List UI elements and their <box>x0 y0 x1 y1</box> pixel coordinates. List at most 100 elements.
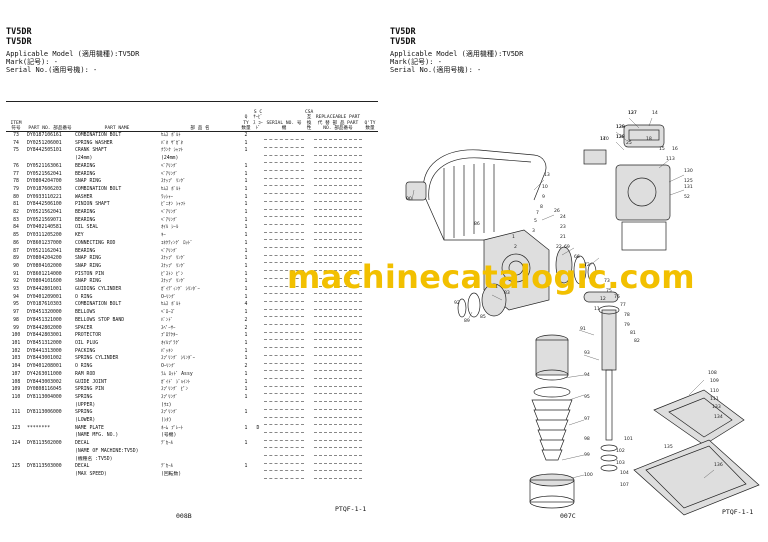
row-jp-name: ﾗﾑ ﾛｯﾄﾞ Assy <box>161 371 193 377</box>
callout-number: 130 <box>684 168 693 174</box>
row-sc <box>252 301 264 309</box>
row-replaceable-qty <box>362 248 378 256</box>
row-csa <box>304 409 314 417</box>
row-jp-name: ﾊﾞﾈ ｻﾞｶﾞﾈ <box>161 140 184 146</box>
row-part-no: DY8601214000 <box>27 271 62 277</box>
row-qty <box>240 471 252 479</box>
col-serial-no: SERIAL NO. 号 機 <box>264 101 304 132</box>
row-serial-no <box>264 193 304 202</box>
row-item: 84 <box>13 225 19 231</box>
row-sc <box>252 463 264 471</box>
row-sc <box>252 271 264 279</box>
row-qty: 1 <box>244 217 248 223</box>
callout-number: 3 <box>532 228 535 234</box>
row-part-no: DY8442802000 <box>27 325 62 331</box>
row-csa <box>304 402 314 410</box>
callout-number: 79 <box>624 322 630 328</box>
row-replaceable-part <box>314 147 362 156</box>
row-item: 111 <box>11 410 21 416</box>
row-item: 91 <box>13 271 19 277</box>
row-csa <box>304 186 314 194</box>
row-qty: 1 <box>244 294 248 300</box>
row-sc <box>252 186 264 194</box>
applicable-model: Applicable Model (適用機種):TV5DR <box>390 50 524 58</box>
row-part-no: DY8442801001 <box>27 287 62 293</box>
row-part-no: DY8442505101 <box>27 148 62 154</box>
callout-number: 83 <box>504 290 510 296</box>
row-jp-name: ｷｰ <box>161 233 166 239</box>
row-item: 87 <box>13 248 19 254</box>
row-part-no: DY8442803001 <box>27 333 62 339</box>
callout-number: 11 <box>594 306 600 312</box>
row-sc <box>252 325 264 333</box>
row-jp-name: ﾈｰﾑ ﾌﾟﾚｰﾄ <box>161 425 184 431</box>
row-qty: 1 <box>244 379 248 385</box>
row-sc <box>252 355 264 363</box>
callout-number: 97 <box>584 416 590 422</box>
row-sc <box>252 209 264 217</box>
row-item: 82 <box>13 210 19 216</box>
row-csa <box>304 417 314 425</box>
row-replaceable-part <box>314 224 362 233</box>
row-part-no: DY0401209001 <box>27 294 62 300</box>
row-sc <box>252 217 264 225</box>
row-part-name: SPRING WASHER <box>75 140 113 146</box>
row-jp-name: Oｰﾘﾝｸﾞ <box>161 364 176 370</box>
row-sc <box>252 440 264 448</box>
row-replaceable-qty <box>362 363 378 371</box>
row-replaceable-part <box>314 355 362 364</box>
callout-number: 110 <box>710 388 719 394</box>
callout-number: 2 <box>514 244 517 250</box>
row-csa <box>304 309 314 317</box>
row-serial-no <box>264 347 304 356</box>
row-jp-name: ｽﾅｯﾌﾟ ﾘﾝｸﾞ <box>161 179 186 185</box>
row-sc <box>252 379 264 387</box>
col-sc: S C ｻｰﾋﾞｽ ｺｰﾄﾞ <box>252 101 264 132</box>
callout-number: 25 <box>626 140 632 146</box>
row-jp-name <box>160 448 240 456</box>
row-replaceable-part <box>314 463 362 472</box>
callout-number: 107 <box>620 482 629 488</box>
row-replaceable-part <box>314 185 362 195</box>
row-item: 123 <box>11 425 21 431</box>
row-qty: 1 <box>244 186 248 192</box>
row-replaceable-part <box>314 193 362 202</box>
row-jp-name: ﾍﾞｱﾘﾝｸﾞ <box>161 248 178 254</box>
row-replaceable-qty <box>362 301 378 309</box>
row-qty: 1 <box>244 287 248 293</box>
col-qty: Q TY 数量 <box>240 101 252 132</box>
row-item: 110 <box>11 394 21 400</box>
row-serial-no <box>264 470 304 480</box>
row-serial-no <box>264 463 304 472</box>
row-part-name: RAM ROD <box>75 371 96 377</box>
row-part-no: DY8441313000 <box>27 348 62 354</box>
row-sc: D <box>256 425 260 431</box>
row-serial-no <box>264 355 304 364</box>
row-part-name: SNAP RING <box>75 179 101 185</box>
callout-number: 22 <box>556 244 562 250</box>
callout-number: 12 <box>600 296 606 302</box>
row-part-name: SPRING PIN <box>75 387 104 393</box>
row-sc <box>252 456 264 464</box>
row-jp-name: ﾋﾟﾆｵﾝ ｼｬﾌﾄ <box>161 202 186 208</box>
row-jp-name: ﾍﾞｱﾘﾝｸﾞ <box>161 210 178 216</box>
row-serial-no <box>264 432 304 441</box>
applicable-model: Applicable Model (適用機種):TV5DR <box>6 50 140 58</box>
row-csa <box>304 163 314 171</box>
row-sc <box>252 224 264 232</box>
row-item: 98 <box>13 317 19 323</box>
row-part-no: DY8601237000 <box>27 240 62 246</box>
row-serial-no <box>264 424 304 433</box>
